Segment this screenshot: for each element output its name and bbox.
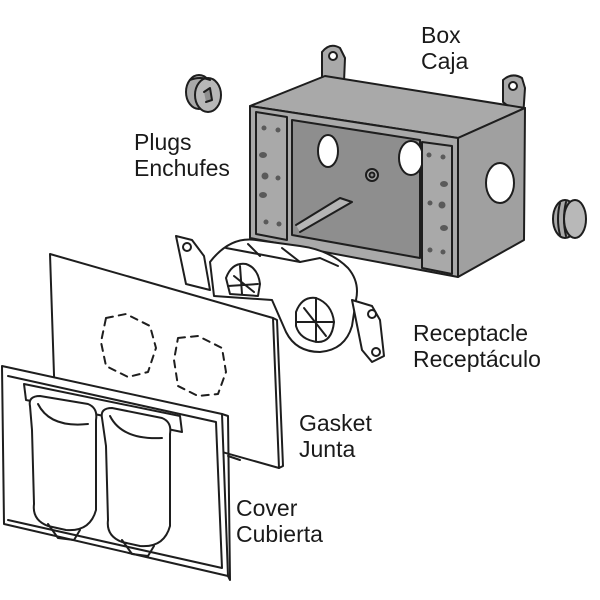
box-interior-ledge [295,197,353,233]
box-rail-right [421,141,453,275]
label-plugs-es: Enchufes [134,155,230,181]
label-gasket-en: Gasket [299,410,372,436]
box-rail-left [255,111,288,241]
box-side-hole [485,162,515,204]
label-gasket-es: Junta [299,436,356,462]
label-cover: Cover Cubierta [236,495,323,547]
label-receptacle-es: Receptáculo [413,346,541,372]
label-receptacle-en: Receptacle [413,320,529,346]
box-part [249,44,526,278]
gasket-cutouts [100,313,227,397]
cover-lid-right [100,407,172,548]
label-box-es: Caja [421,48,469,74]
label-cover-en: Cover [236,495,298,521]
cover-part [1,365,231,581]
plug-left [185,74,222,113]
box-tab-hole-right [508,81,518,91]
box-interior [291,119,421,259]
label-plugs-en: Plugs [134,129,192,155]
label-box: Box Caja [421,22,468,74]
leader-line [227,455,241,461]
label-receptacle: Receptacle Receptáculo [413,320,541,372]
box-tab-hole-left [328,51,338,61]
plug-right [552,199,587,239]
label-cover-es: Cubierta [236,521,323,547]
cover-lid-left [28,395,98,532]
label-box-en: Box [421,22,461,48]
receptacle-outlet-top [225,262,261,297]
box-interior-hole-right [398,140,424,176]
box-rail-holes [259,125,448,255]
label-gasket: Gasket Junta [299,410,372,462]
box-tab-left [321,44,346,83]
receptacle-part [175,235,385,363]
label-plugs: Plugs Enchufes [134,129,230,181]
box-interior-hole-left [317,134,339,168]
receptacle-strap-left [175,235,211,291]
